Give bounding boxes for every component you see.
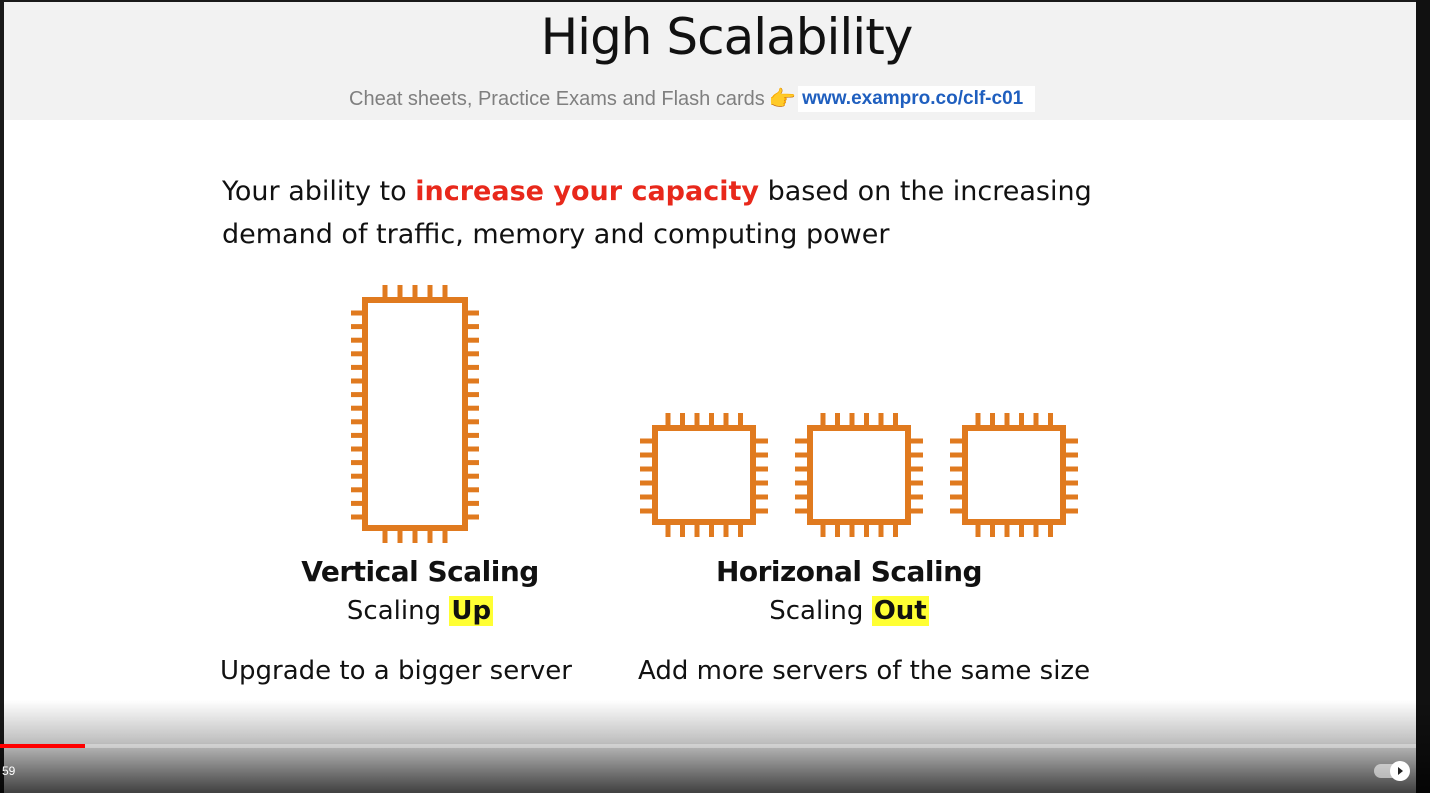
progress-fill — [0, 744, 85, 748]
time-display: 59 — [2, 764, 16, 778]
slide-header-band — [4, 2, 1416, 120]
promo-banner: Cheat sheets, Practice Exams and Flash c… — [349, 86, 1036, 112]
promo-link[interactable]: www.exampro.co/clf-c01 — [798, 86, 1036, 112]
horizontal-scaling-title: Horizonal Scaling — [715, 555, 983, 588]
description-highlight: increase your capacity — [415, 176, 759, 207]
chip-icon — [351, 285, 479, 543]
vertical-scaling-title: Vertical Scaling — [301, 555, 539, 588]
horizontal-sub-prefix: Scaling — [769, 596, 872, 626]
chip-icon — [640, 413, 768, 537]
promo-text: Cheat sheets, Practice Exams and Flash c… — [349, 87, 765, 110]
vertical-scaling-subtitle: Scaling Up — [230, 596, 610, 626]
vertical-scaling-caption: Upgrade to a bigger server — [220, 656, 572, 686]
slide-title: High Scalability — [540, 8, 914, 66]
horizontal-sub-highlight: Out — [871, 596, 929, 626]
horizontal-scaling-subtitle: Scaling Out — [654, 596, 1044, 626]
vertical-sub-prefix: Scaling — [346, 596, 450, 626]
chip-icon — [795, 413, 923, 537]
pointing-hand-icon: 👉 — [768, 86, 797, 112]
frame-left-edge — [0, 0, 4, 793]
chip-icon — [950, 413, 1078, 537]
autoplay-toggle[interactable] — [1374, 761, 1410, 781]
description-after: based on the increasing demand of traffi… — [222, 176, 1092, 250]
frame-right-edge — [1416, 0, 1430, 793]
horizontal-scaling-caption: Add more servers of the same size — [638, 656, 1091, 686]
autoplay-toggle-icon — [1390, 761, 1410, 781]
video-slide[interactable]: High Scalability Cheat sheets, Practice … — [4, 2, 1416, 793]
progress-bar[interactable] — [0, 744, 1416, 748]
frame-top-edge — [0, 0, 1430, 2]
player-controls-shade — [0, 700, 1430, 793]
description-before: Your ability to — [222, 176, 416, 207]
slide-description: Your ability to increase your capacity b… — [222, 170, 1122, 256]
vertical-sub-highlight: Up — [449, 596, 494, 626]
